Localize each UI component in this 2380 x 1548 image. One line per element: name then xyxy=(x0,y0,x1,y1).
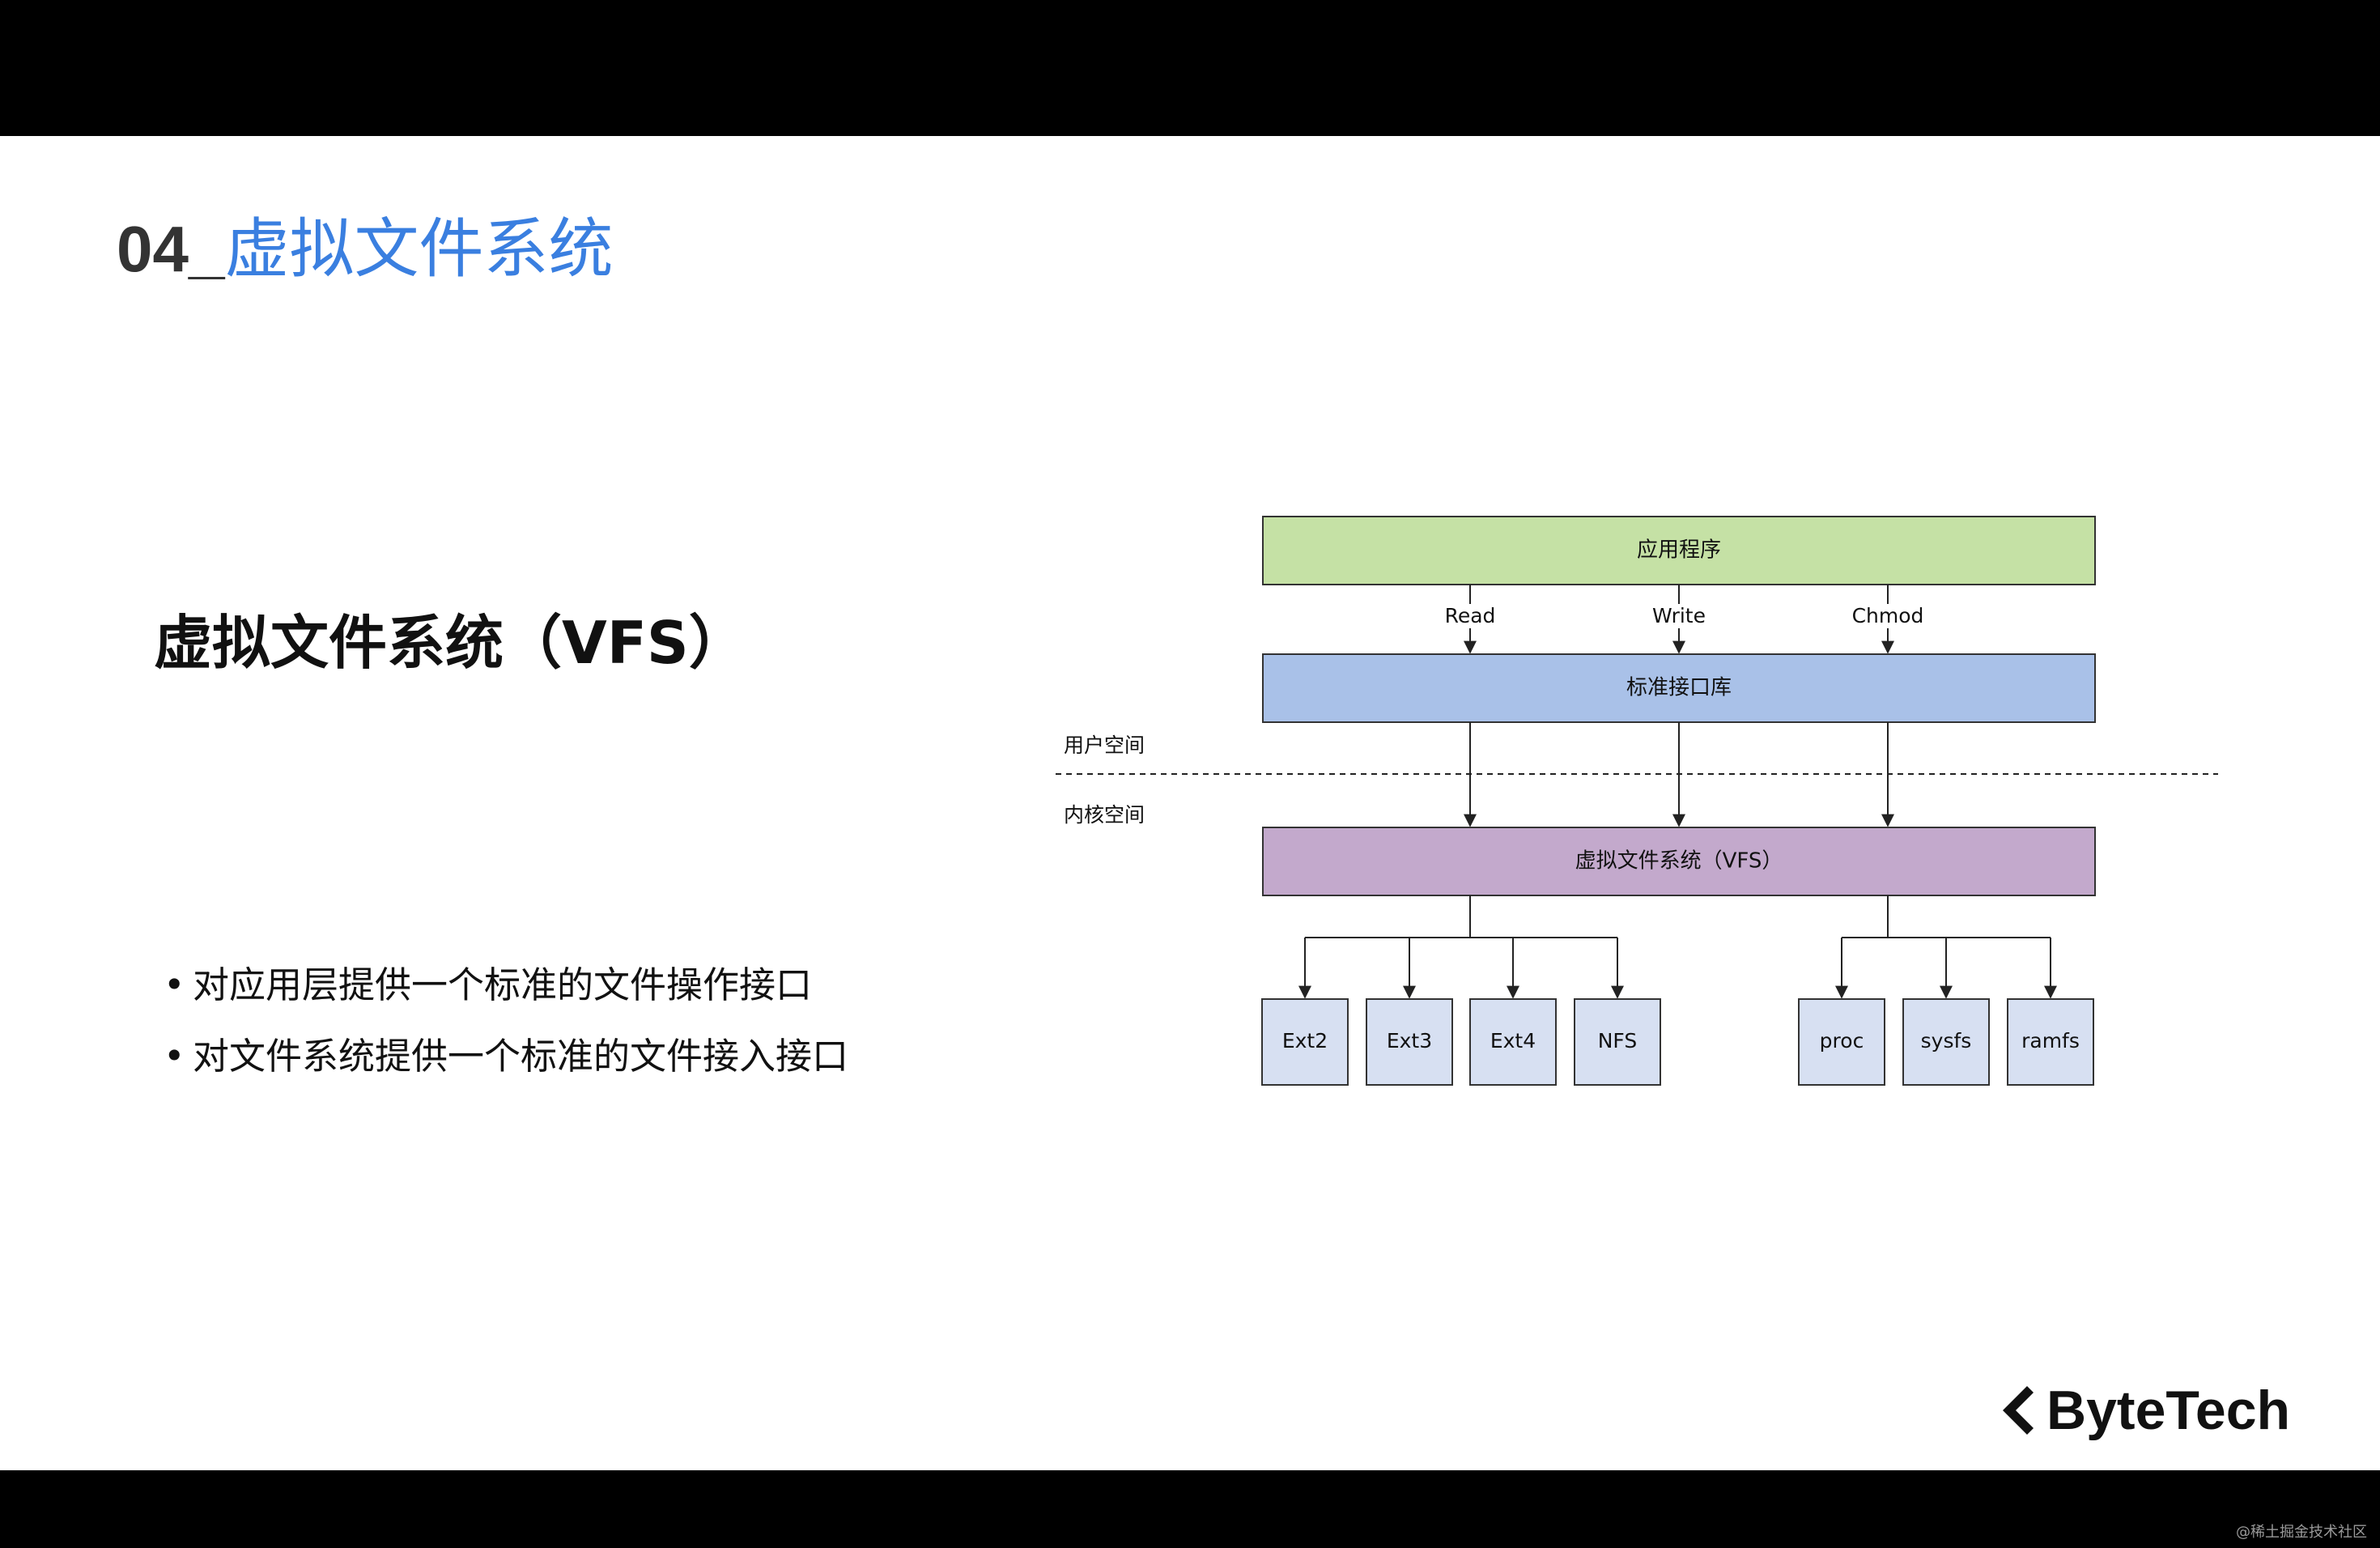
fs-label-ext3: Ext3 xyxy=(1387,1029,1432,1053)
bullet-text: 对应用层提供一个标准的文件操作接口 xyxy=(193,963,813,1006)
section-heading: 虚拟文件系统（VFS） xyxy=(154,609,747,677)
user-space-label: 用户空间 xyxy=(1064,734,1145,757)
vfs-architecture-diagram: 应用程序 Read Write Chmod 标准接口库 用户空间 内核空间 虚拟… xyxy=(1056,516,2218,1086)
fs-box-ext2 xyxy=(1261,998,1349,1086)
std-lib-layer-label: 标准接口库 xyxy=(1626,676,1732,700)
bytetech-logo: ByteTech xyxy=(2000,1379,2290,1442)
footer-credit: @稀土掘金技术社区 xyxy=(2236,1524,2367,1541)
title-number: 04_ xyxy=(117,213,225,285)
std-lib-layer-box xyxy=(1262,653,2096,723)
fs-box-proc xyxy=(1798,998,1885,1086)
fs-label-ext4: Ext4 xyxy=(1490,1029,1536,1053)
bullet-text: 对文件系统提供一个标准的文件接入接口 xyxy=(193,1035,849,1078)
fs-label-ext2: Ext2 xyxy=(1282,1029,1328,1053)
call-label-chmod: Chmod xyxy=(1852,604,1924,627)
fs-box-ext4 xyxy=(1469,998,1557,1086)
vfs-layer-label: 虚拟文件系统（VFS） xyxy=(1575,849,1783,874)
call-label-read: Read xyxy=(1445,604,1496,627)
bullet-list: •对应用层提供一个标准的文件操作接口 •对文件系统提供一个标准的文件接入接口 xyxy=(164,950,848,1092)
bullet-item: •对应用层提供一个标准的文件操作接口 xyxy=(164,963,813,1006)
fs-label-nfs: NFS xyxy=(1598,1029,1638,1053)
title-text: 虚拟文件系统 xyxy=(224,211,614,287)
bytetech-logo-text: ByteTech xyxy=(2046,1380,2291,1441)
app-layer-label: 应用程序 xyxy=(1637,538,1721,563)
slide: 04_虚拟文件系统 虚拟文件系统（VFS） •对应用层提供一个标准的文件操作接口… xyxy=(0,136,2380,1470)
fs-box-ext3 xyxy=(1366,998,1453,1086)
vfs-layer-box xyxy=(1262,827,2096,896)
app-layer-box xyxy=(1262,516,2096,585)
fs-box-nfs xyxy=(1574,998,1661,1086)
fs-box-ramfs xyxy=(2007,998,2094,1086)
fs-box-sysfs xyxy=(1902,998,1990,1086)
fs-label-proc: proc xyxy=(1820,1029,1864,1053)
slide-title: 04_虚拟文件系统 xyxy=(117,217,613,282)
kernel-space-label: 内核空间 xyxy=(1064,803,1145,827)
bullet-item: •对文件系统提供一个标准的文件接入接口 xyxy=(164,1035,849,1078)
call-label-write: Write xyxy=(1652,604,1706,627)
fs-label-ramfs: ramfs xyxy=(2021,1029,2080,1053)
fs-label-sysfs: sysfs xyxy=(1921,1029,1972,1053)
bytetech-logo-icon xyxy=(2003,1386,2034,1435)
